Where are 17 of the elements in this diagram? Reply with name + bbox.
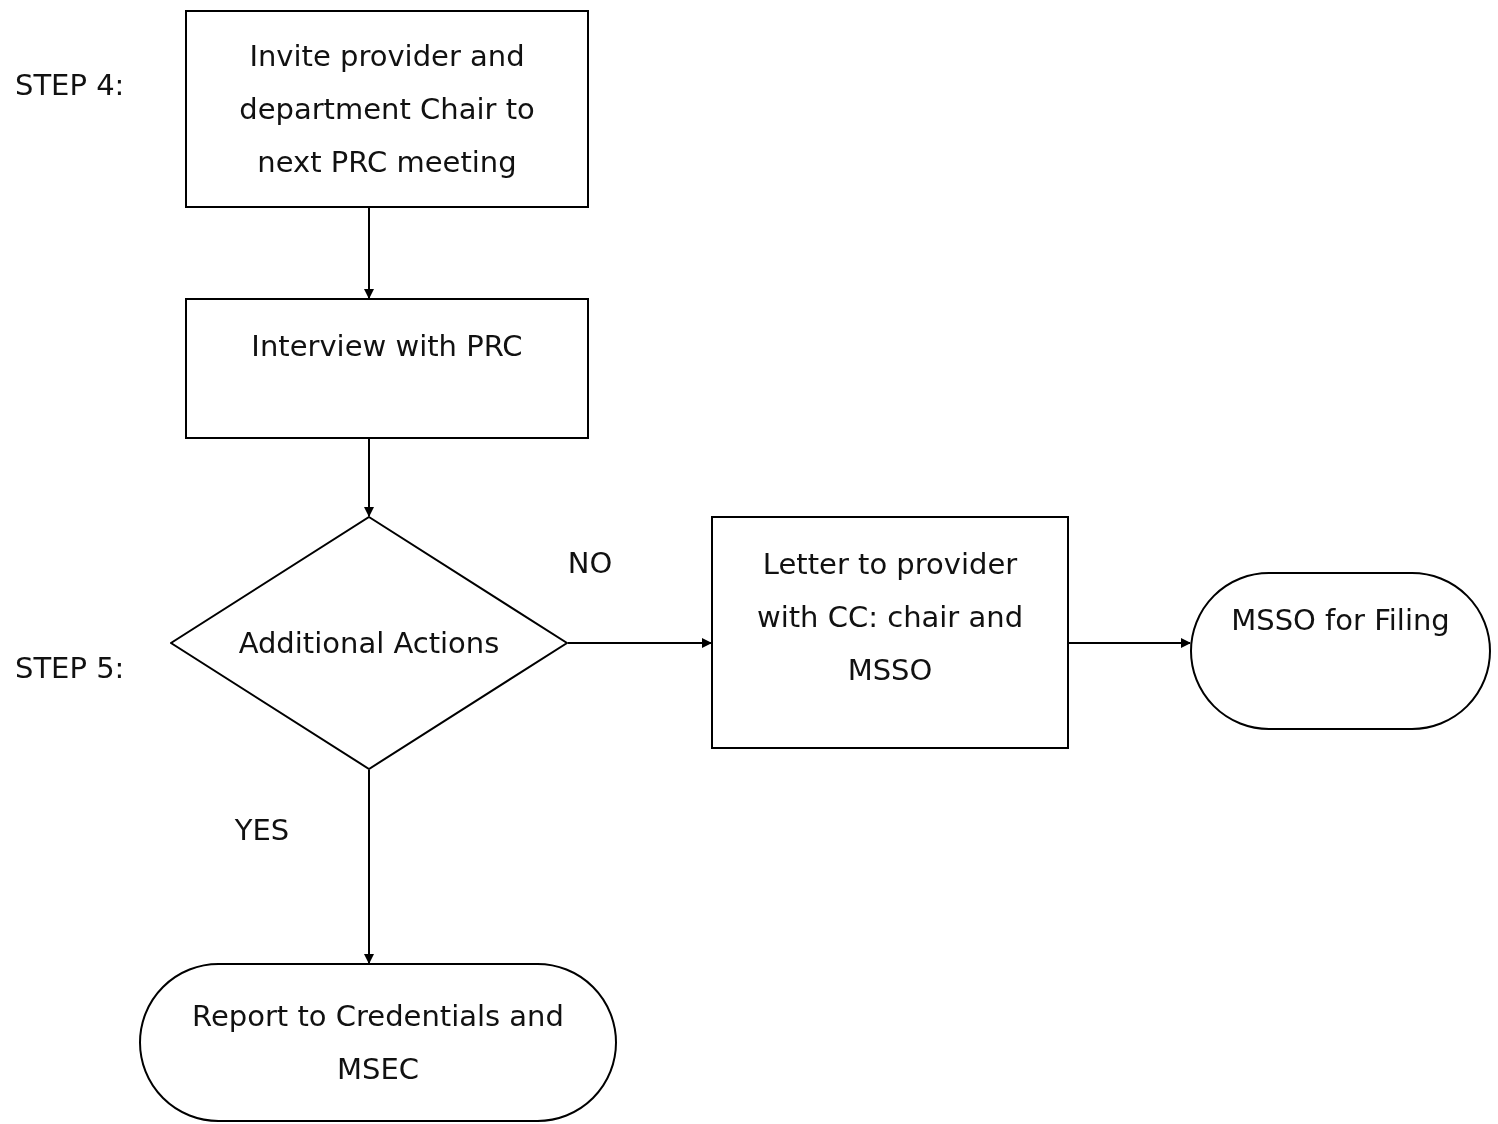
process-box <box>711 516 1069 749</box>
arrow <box>364 769 374 964</box>
node-text: Report to Credentials and MSEC <box>191 997 565 1088</box>
arrow <box>567 638 712 648</box>
step-label: STEP 4: <box>15 68 125 102</box>
process-box <box>185 298 589 439</box>
node-text: Letter to provider with CC: chair and MSSO <box>755 546 1025 689</box>
node-text: MSSO for Filing <box>1231 602 1450 639</box>
node-text: Interview with PRC <box>251 328 523 365</box>
arrow <box>1068 638 1191 648</box>
node-text: Invite provider and department Chair to next PRC meeting <box>238 37 536 181</box>
decision-diamond <box>170 516 568 770</box>
process-box <box>185 10 589 208</box>
step-label: STEP 5: <box>15 651 125 685</box>
arrow <box>364 207 374 299</box>
node-text: Additional Actions <box>238 624 500 662</box>
arrow <box>364 438 374 517</box>
